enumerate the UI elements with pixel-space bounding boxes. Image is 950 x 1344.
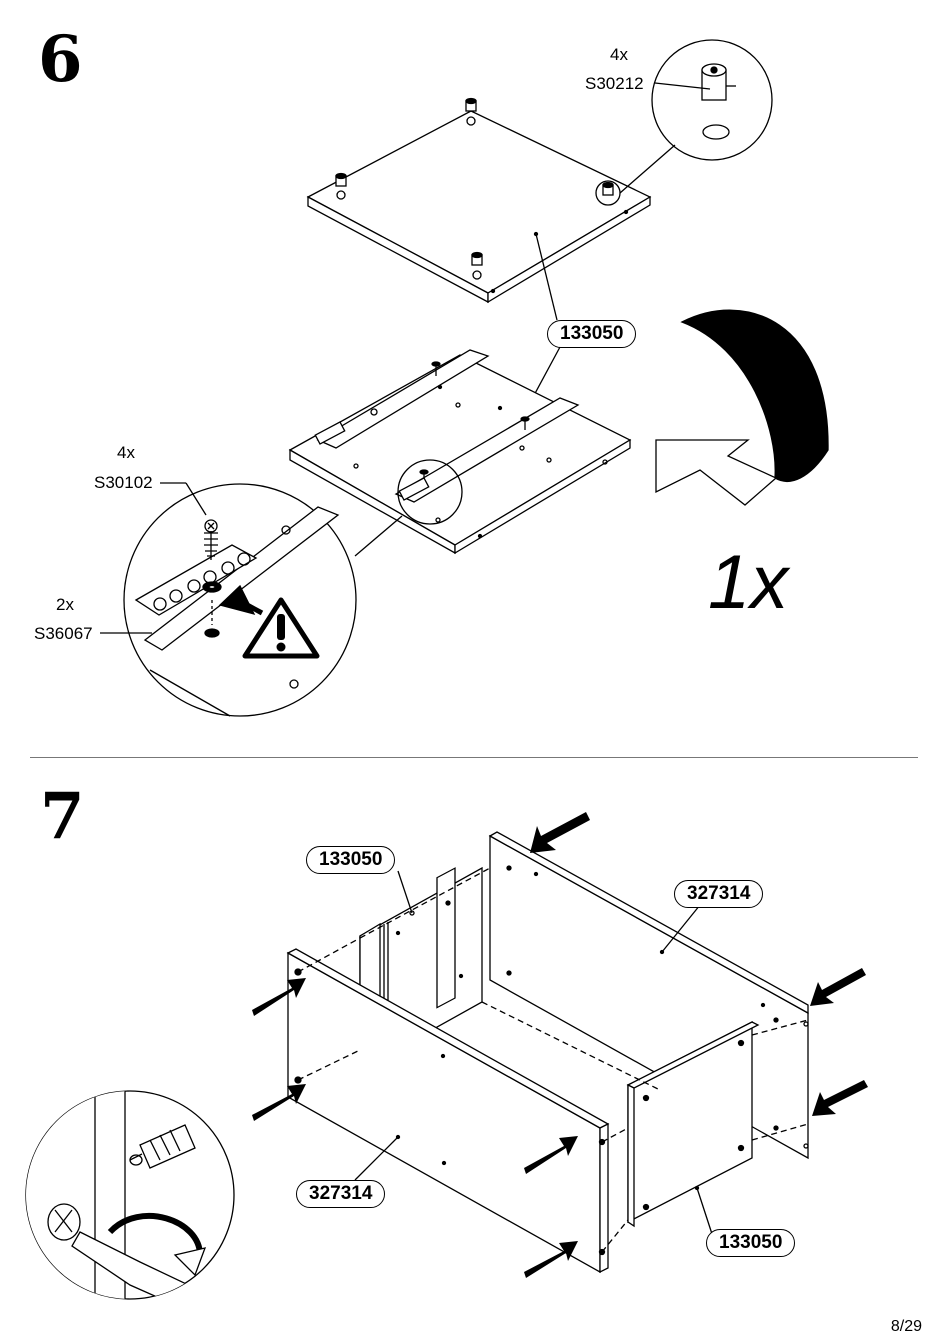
page-number: 8/29 [890,1318,922,1335]
hardware-code-s30102: S30102 [94,473,153,492]
part-label-rear-side: 327314 [674,880,764,908]
multiplier-label: 1x [708,540,789,625]
hardware-code-s36067: S36067 [34,624,93,643]
leader-lines [354,870,713,1235]
warning-icon [242,597,320,659]
part-label-back-panel: 133050 [306,846,396,874]
hardware-qty-s30212: 4x [610,45,628,64]
cam-lock-detail [619,39,773,194]
front-side-panel [286,948,610,1274]
part-label-front-side: 327314 [296,1180,386,1208]
hardware-code-s30212: S30212 [585,74,644,93]
slide-detail [123,483,403,717]
push-arrow-icon [252,812,868,1278]
hardware-qty-s36067: 2x [56,595,74,614]
step-divider [30,757,918,758]
screwdriver-icon [71,1212,221,1299]
leader-line [535,233,558,321]
assembly-lines [297,867,809,1253]
step-7-number: 7 [40,779,85,854]
slide-zoom-ring [397,459,463,525]
screw-icon [419,361,530,484]
top-board [306,110,652,304]
dowel-icon [129,1124,196,1169]
drawer-slide-icon [314,421,430,501]
cam-lock-icon [335,97,621,266]
front-panel [626,1020,760,1228]
hardware-qty-s30102: 4x [117,443,135,462]
part-label-front-panel: 133050 [706,1229,796,1257]
part-label-133050: 133050 [547,320,637,348]
board-with-slides [288,349,632,555]
dowel-install-detail [25,1090,235,1300]
flip-arrow-icon [655,309,829,506]
step-6-number: 6 [38,22,83,97]
screw-icon [204,519,218,560]
